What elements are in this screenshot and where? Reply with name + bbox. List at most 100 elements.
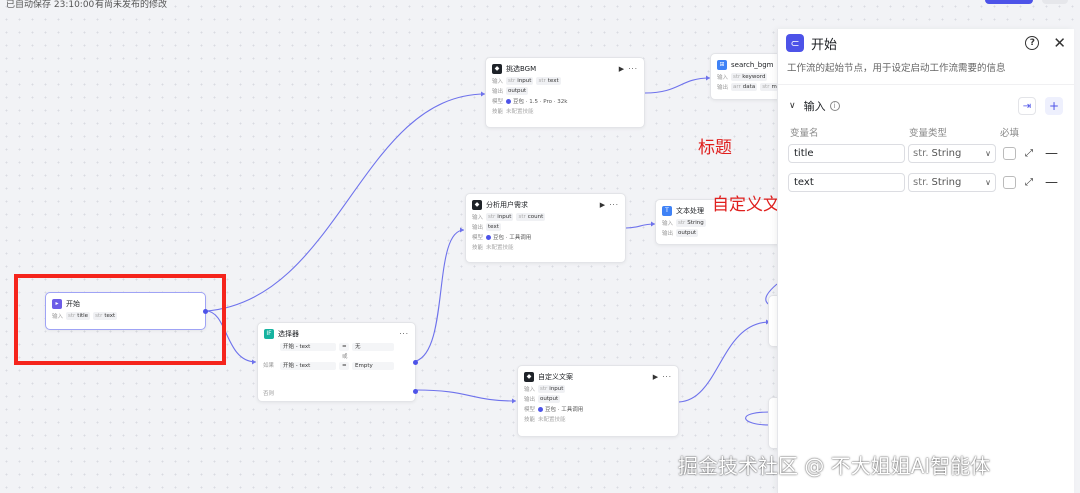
input-label: 输入 — [524, 387, 536, 393]
variable-name-input[interactable]: title — [788, 144, 905, 163]
info-icon[interactable]: i — [829, 101, 840, 111]
model-name: 豆包 · 工具调用 — [545, 407, 584, 413]
llm-icon: ◆ — [524, 371, 534, 382]
model-icon — [538, 406, 543, 412]
unpublished-status: 有尚未发布的修改 — [95, 0, 168, 10]
highlight-box — [14, 274, 226, 365]
expand-icon[interactable]: ⤢ — [1025, 148, 1033, 159]
edge-selector-analyze — [415, 229, 465, 362]
expand-icon[interactable]: ⤢ — [1025, 177, 1033, 188]
skill-label: 技能 — [472, 245, 484, 251]
output-port[interactable] — [203, 309, 208, 314]
chevron-down-icon: ∨ — [985, 178, 991, 187]
edge-bgm-search — [644, 77, 711, 94]
skill-value: 未配置技能 — [506, 109, 534, 115]
column-required: 必填 — [1000, 128, 1020, 139]
run-icon[interactable]: ▶ ··· — [618, 64, 638, 73]
chevron-down-icon[interactable]: ∨ — [789, 101, 796, 111]
more-button[interactable] — [1042, 0, 1068, 4]
model-label: 模型 — [472, 235, 484, 241]
input-label: 输入 — [492, 79, 504, 85]
else-port[interactable] — [413, 389, 418, 394]
edge-custom-right2 — [745, 411, 771, 426]
remove-icon[interactable]: — — [1045, 146, 1058, 161]
output-label: 输出 — [492, 89, 504, 95]
annotation-custom: 自定义文案 — [712, 195, 797, 215]
chevron-down-icon: ∨ — [985, 149, 991, 158]
model-icon — [506, 98, 511, 104]
llm-icon: ◆ — [492, 63, 502, 74]
remove-icon[interactable]: — — [1045, 175, 1058, 190]
node-title: 挑选BGM — [506, 64, 537, 73]
skill-label: 技能 — [524, 417, 536, 423]
selector-node[interactable]: IF 选择器 ··· 如果 开始 - text = 无 或 开始 - text … — [257, 322, 418, 402]
output-label: 输出 — [472, 225, 484, 231]
run-icon[interactable]: ▶ ··· — [599, 200, 619, 209]
node-title: search_bgm — [731, 60, 774, 69]
output-label: 输出 — [717, 85, 729, 91]
variable-type-select[interactable]: str. String ∨ — [908, 173, 996, 192]
if-port[interactable] — [413, 360, 418, 365]
model-name: 豆包 · 工具调用 — [493, 235, 532, 241]
input-label: 输入 — [472, 215, 484, 221]
column-type: 变量类型 — [909, 128, 948, 139]
or-label: 或 — [342, 354, 348, 360]
condition-left: 开始 - text — [280, 361, 336, 370]
edge-selector-custom — [415, 389, 517, 402]
start-node-icon: ▸ — [52, 298, 62, 309]
node-title: 文本处理 — [676, 206, 704, 215]
input-label: 输入 — [52, 314, 64, 320]
model-label: 模型 — [524, 407, 536, 413]
skill-value: 未配置技能 — [486, 245, 514, 251]
output-label: 输出 — [524, 397, 536, 403]
section-title: 输入 — [803, 100, 826, 113]
autosave-status: 已自动保存 23:10:00 — [6, 0, 95, 10]
condition-op: = — [339, 361, 349, 370]
publish-button[interactable] — [985, 0, 1033, 4]
node-config-panel: ⊂ 开始 ? ✕ 工作流的起始节点，用于设定启动工作流需要的信息 ∨ 输入 i … — [777, 29, 1074, 493]
required-checkbox[interactable] — [1003, 147, 1016, 160]
close-icon[interactable]: ✕ — [1053, 34, 1066, 52]
model-icon — [486, 234, 491, 240]
edge-analyze-textproc — [625, 223, 656, 229]
node-title: 自定义文案 — [538, 372, 573, 381]
if-label: 如果 — [263, 363, 275, 369]
variable-name-input[interactable]: text — [788, 173, 905, 192]
condition-right: Empty — [352, 361, 394, 370]
skill-label: 技能 — [492, 109, 504, 115]
llm-icon: ◆ — [472, 199, 482, 210]
add-variable-button[interactable]: + — [1045, 97, 1063, 115]
condition-op: = — [339, 342, 349, 351]
start-node-icon: ⊂ — [786, 34, 804, 52]
start-node-title: 开始 — [66, 299, 80, 308]
variable-row: text str. String ∨ ⤢ — — [778, 168, 1074, 197]
condition-left: 开始 - text — [280, 342, 336, 351]
help-icon[interactable]: ? — [1025, 36, 1040, 50]
plugin-icon: ⊞ — [717, 59, 727, 70]
condition-right: 无 — [352, 342, 394, 351]
import-icon[interactable]: ⇥ — [1018, 97, 1036, 115]
annotation-title: 标题 — [698, 138, 732, 158]
variable-row: title str. String ∨ ⤢ — — [778, 139, 1074, 168]
run-icon[interactable]: ▶ ··· — [652, 372, 672, 381]
column-name: 变量名 — [790, 128, 819, 139]
required-checkbox[interactable] — [1003, 176, 1016, 189]
edge-start-selector — [205, 310, 257, 363]
panel-title: 开始 — [811, 37, 838, 53]
output-label: 输出 — [662, 231, 674, 237]
model-label: 模型 — [492, 99, 504, 105]
more-icon[interactable]: ··· — [399, 329, 409, 338]
model-name: 豆包 · 1.5 · Pro · 32k — [513, 99, 568, 105]
watermark: 掘金技术社区 @ 不大姐姐AI智能体 — [678, 454, 991, 478]
panel-description: 工作流的起始节点，用于设定启动工作流需要的信息 — [778, 57, 1074, 85]
variable-type-select[interactable]: str. String ∨ — [908, 144, 996, 163]
input-label: 输入 — [717, 75, 729, 81]
text-process-icon: T — [662, 205, 672, 216]
branch-icon: IF — [264, 328, 274, 339]
